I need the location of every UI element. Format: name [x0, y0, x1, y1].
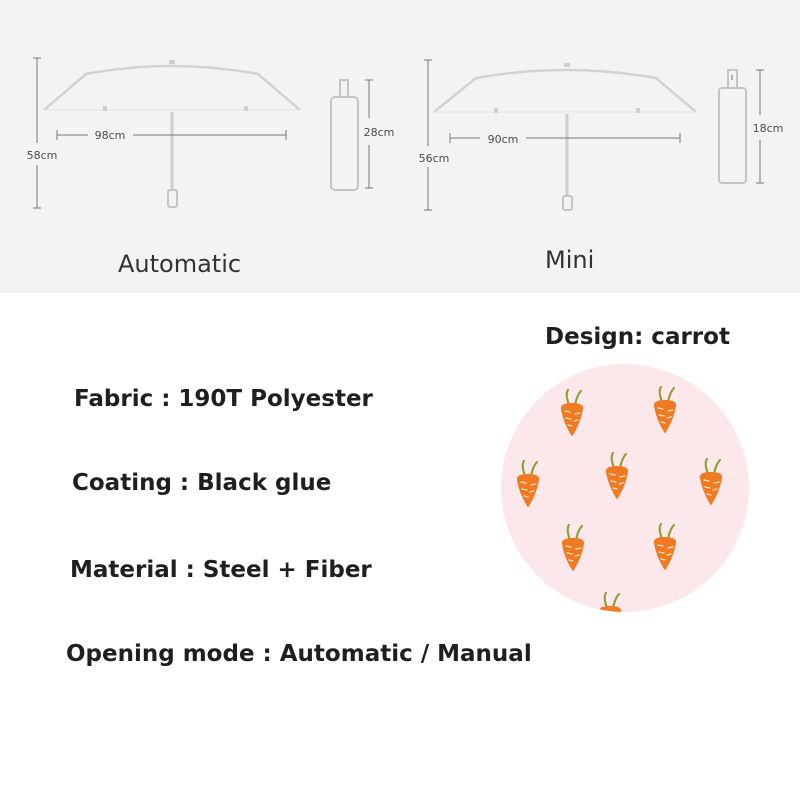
size-diagram-panel — [0, 0, 800, 293]
automatic-width-label: 98cm — [95, 129, 126, 142]
mini-umbrella-drawing — [433, 63, 697, 211]
automatic-umbrella-drawing — [43, 60, 301, 208]
automatic-width-dimension: 98cm — [56, 129, 287, 142]
carrot-pattern-swatch — [501, 364, 749, 612]
swatch-background — [501, 364, 749, 612]
automatic-folded-drawing: 28cm — [330, 79, 395, 191]
automatic-variant-label: Automatic — [118, 250, 242, 278]
mini-height-label: 56cm — [419, 152, 450, 165]
automatic-height-dimension: 58cm — [27, 57, 58, 209]
spec-fabric: Fabric : 190T Polyester — [74, 386, 373, 412]
mini-width-label: 90cm — [488, 133, 519, 146]
mini-width-dimension: 90cm — [449, 133, 681, 146]
mini-folded-drawing: 18cm — [718, 69, 784, 184]
spec-opening-mode: Opening mode : Automatic / Manual — [66, 641, 532, 667]
spec-coating: Coating : Black glue — [72, 470, 332, 496]
mini-height-dimension: 56cm — [419, 59, 450, 211]
mini-variant-label: Mini — [545, 246, 595, 274]
automatic-height-label: 58cm — [27, 149, 58, 162]
size-diagrams: 98cm 58cm 28cm 90cm 56cm — [27, 57, 784, 211]
automatic-folded-label: 28cm — [364, 126, 395, 139]
design-title: Design: carrot — [545, 324, 730, 350]
mini-folded-label: 18cm — [753, 122, 784, 135]
spec-material: Material : Steel + Fiber — [70, 557, 372, 583]
